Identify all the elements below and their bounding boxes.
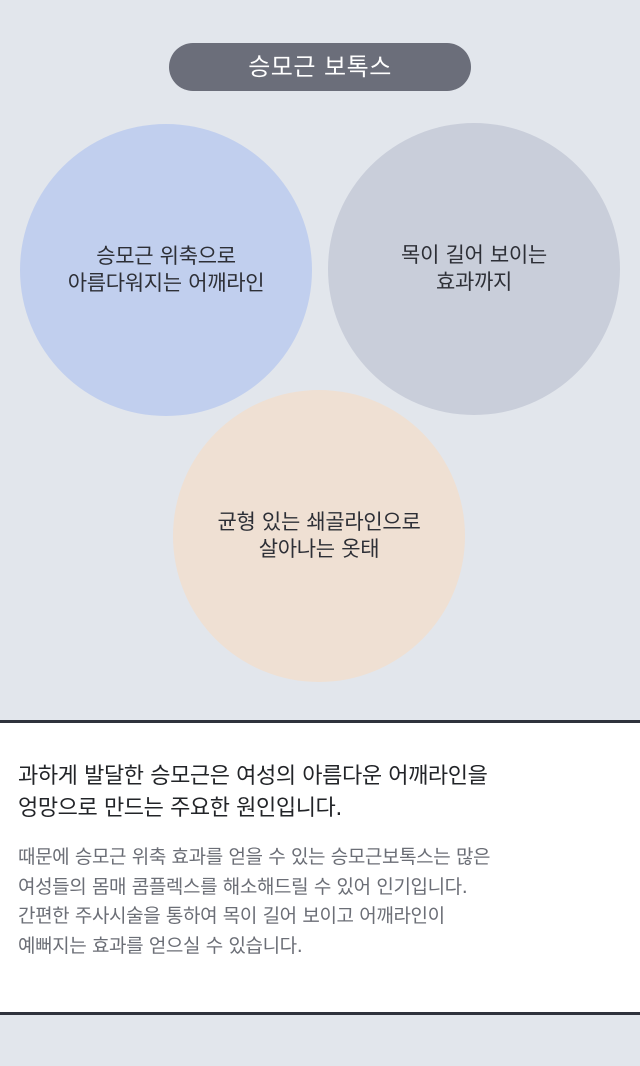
benefit-circle-neck: 목이 길어 보이는 효과까지 <box>328 123 620 415</box>
benefit-label-shoulder: 승모근 위축으로 아름다워지는 어깨라인 <box>67 244 265 295</box>
benefit-label-collarbone: 균형 있는 쇄골라인으로 살아나는 옷태 <box>217 510 421 561</box>
title-badge: 승모근 보톡스 <box>169 43 471 91</box>
description-section: 과하게 발달한 승모근은 여성의 아름다운 어깨라인을 엉망으로 만드는 주요한… <box>0 723 640 1012</box>
benefit-circle-shoulder: 승모근 위축으로 아름다워지는 어깨라인 <box>20 124 312 416</box>
section-divider-top <box>0 720 640 723</box>
benefit-label-neck: 목이 길어 보이는 효과까지 <box>401 243 547 294</box>
footer-band <box>0 1015 640 1066</box>
hero-section: 승모근 보톡스 승모근 위축으로 아름다워지는 어깨라인 목이 길어 보이는 효… <box>20 43 620 682</box>
description-headline: 과하게 발달한 승모근은 여성의 아름다운 어깨라인을 엉망으로 만드는 주요한… <box>18 764 488 821</box>
section-divider-bottom <box>0 1012 640 1015</box>
benefit-circle-collarbone: 균형 있는 쇄골라인으로 살아나는 옷태 <box>173 390 465 682</box>
description-body: 때문에 승모근 위축 효과를 얻을 수 있는 승모근보톡스는 많은 여성들의 몸… <box>18 846 491 957</box>
